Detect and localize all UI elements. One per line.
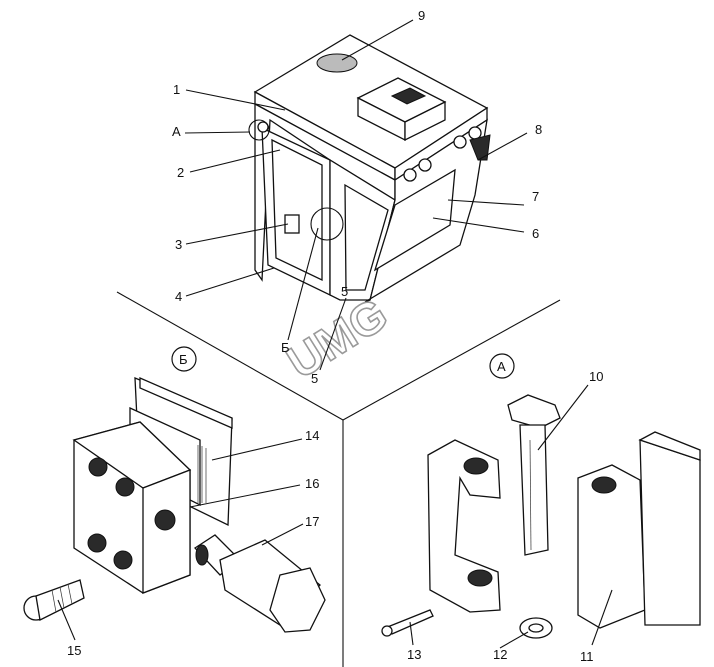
- callout-2: 2: [177, 165, 184, 180]
- washer-12: [519, 617, 553, 639]
- watermark: UMG: [277, 287, 397, 390]
- callout-5b: 5: [341, 284, 348, 299]
- callout-3: 3: [175, 237, 182, 252]
- callout-7: 7: [532, 189, 539, 204]
- callout-14: 14: [305, 428, 319, 443]
- cotter-pin-13: [381, 609, 434, 637]
- callout-10: 10: [589, 369, 603, 384]
- bracket: [427, 439, 501, 613]
- view-marker-b: Б: [171, 346, 197, 372]
- callout-labels: 1 А 2 3 4 Б 5 5 6 7 8 9 10 11 12 13 14 1…: [67, 8, 603, 664]
- fitting-17: [193, 534, 326, 633]
- callout-8: 8: [535, 122, 542, 137]
- screw-15: [23, 579, 85, 621]
- roof-vent: [316, 53, 358, 73]
- view-b-assembly: [23, 377, 326, 633]
- callout-ref-b: Б: [281, 340, 290, 355]
- callout-5a: 5: [311, 371, 318, 386]
- watermark-text: UMG: [278, 288, 397, 389]
- view-marker-circle: [171, 346, 197, 372]
- cab-assembly: [248, 34, 491, 303]
- callout-11: 11: [580, 649, 594, 664]
- bolt-10: [507, 394, 561, 556]
- leader-lines: [57, 19, 613, 649]
- hinge-11: [577, 431, 701, 629]
- view-dividers: [116, 291, 561, 667]
- view-a-label: А: [497, 359, 506, 374]
- callout-15: 15: [67, 643, 81, 658]
- callout-12: 12: [493, 647, 507, 662]
- callout-9: 9: [418, 8, 425, 23]
- callout-1: 1: [173, 82, 180, 97]
- view-b-label: Б: [179, 352, 188, 367]
- callout-17: 17: [305, 514, 319, 529]
- callout-16: 16: [305, 476, 319, 491]
- callout-ref-a: А: [172, 124, 181, 139]
- view-a-assembly: [381, 394, 701, 639]
- callout-4: 4: [175, 289, 182, 304]
- callout-13: 13: [407, 647, 421, 662]
- callout-6: 6: [532, 226, 539, 241]
- view-marker-circle: [489, 353, 515, 379]
- view-marker-a: А: [489, 353, 515, 379]
